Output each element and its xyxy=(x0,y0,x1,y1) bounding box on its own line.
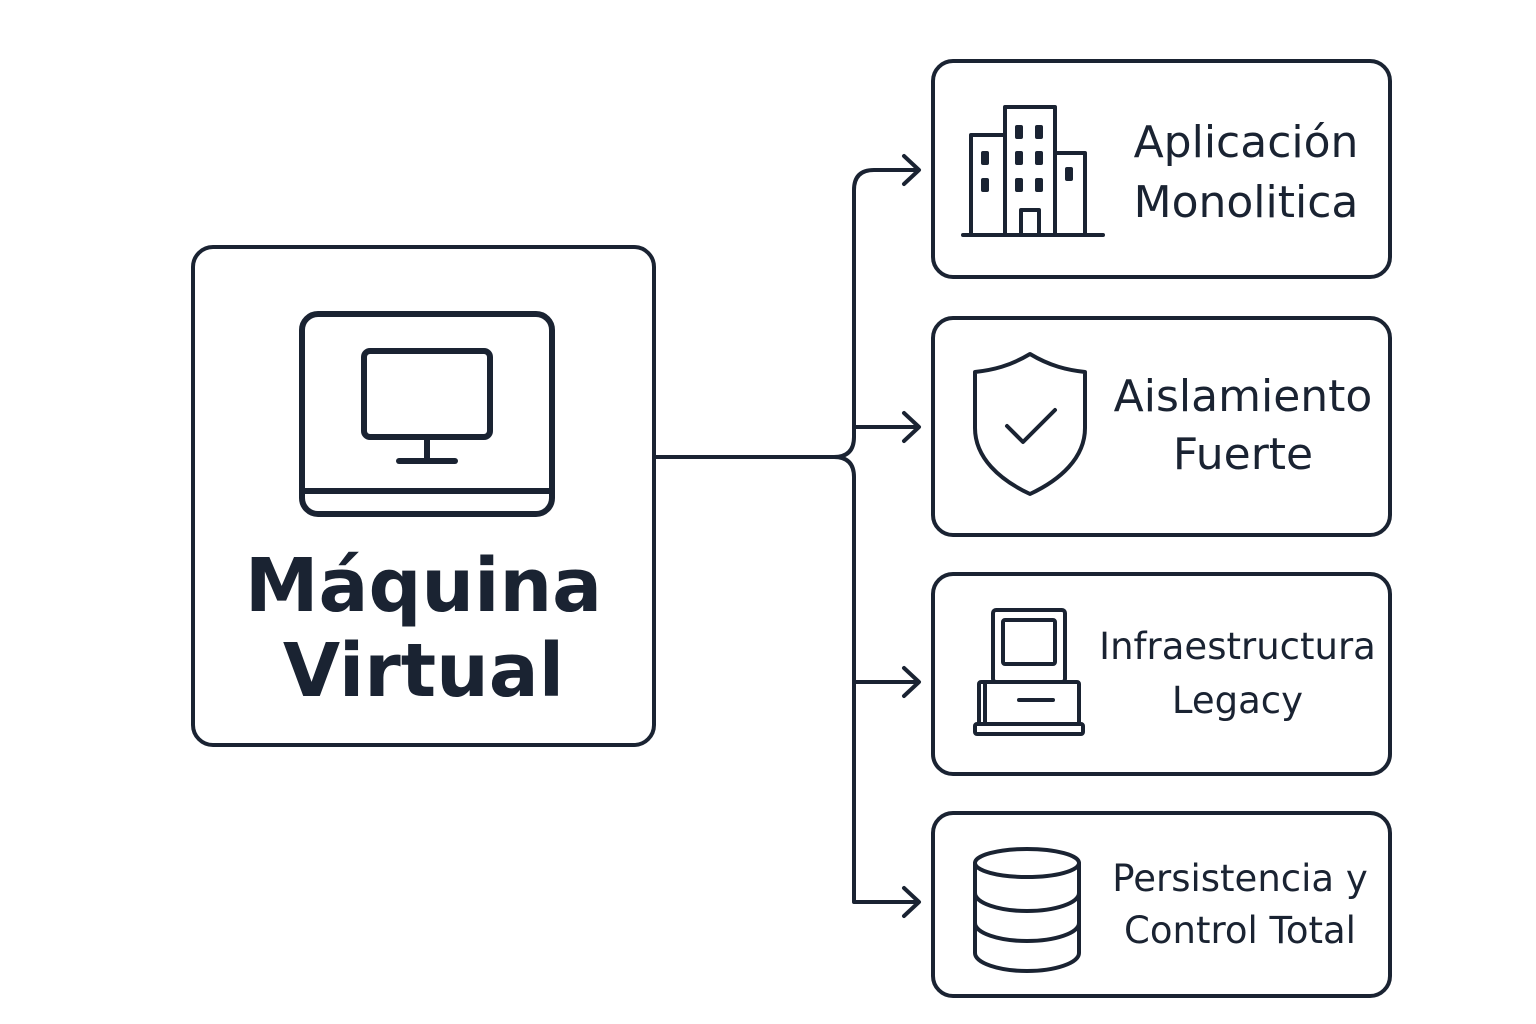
main-title: Máquina Virtual xyxy=(195,544,652,714)
database-icon xyxy=(973,847,1081,973)
arrowhead-2 xyxy=(902,666,921,698)
item-strong-isolation: Aislamiento Fuerte xyxy=(931,316,1392,537)
item-label-line2: Control Total xyxy=(1124,909,1356,952)
item-persistence-control: Persistencia y Control Total xyxy=(931,811,1392,998)
item-label: Aplicación Monolitica xyxy=(1111,113,1381,233)
item-label-line2: Monolitica xyxy=(1133,177,1359,228)
main-title-line2: Virtual xyxy=(282,628,565,714)
arrowhead-3 xyxy=(902,886,921,918)
building-icon xyxy=(961,105,1105,237)
item-legacy-infrastructure: Infraestructura Legacy xyxy=(931,572,1392,776)
item-label-line1: Aplicación xyxy=(1133,117,1359,168)
item-label: Persistencia y Control Total xyxy=(1095,853,1385,957)
virtual-machine-box: Máquina Virtual xyxy=(191,245,656,747)
item-label-line1: Persistencia y xyxy=(1112,857,1368,900)
legacy-computer-icon xyxy=(973,608,1085,736)
main-title-line1: Máquina xyxy=(244,543,603,629)
item-label: Infraestructura Legacy xyxy=(1085,620,1390,728)
item-label: Aislamiento Fuerte xyxy=(1093,368,1393,484)
shield-check-icon xyxy=(973,352,1087,496)
item-label-line2: Fuerte xyxy=(1172,429,1314,480)
item-label-line2: Legacy xyxy=(1171,679,1304,722)
item-label-line1: Infraestructura xyxy=(1099,625,1376,668)
monitor-icon xyxy=(299,311,555,517)
arrowhead-1 xyxy=(902,411,921,443)
arrowhead-0 xyxy=(902,154,921,186)
item-label-line1: Aislamiento xyxy=(1113,371,1373,422)
item-monolithic-app: Aplicación Monolitica xyxy=(931,59,1392,279)
connector-main xyxy=(654,168,920,459)
connector-branch-2 xyxy=(832,455,920,904)
